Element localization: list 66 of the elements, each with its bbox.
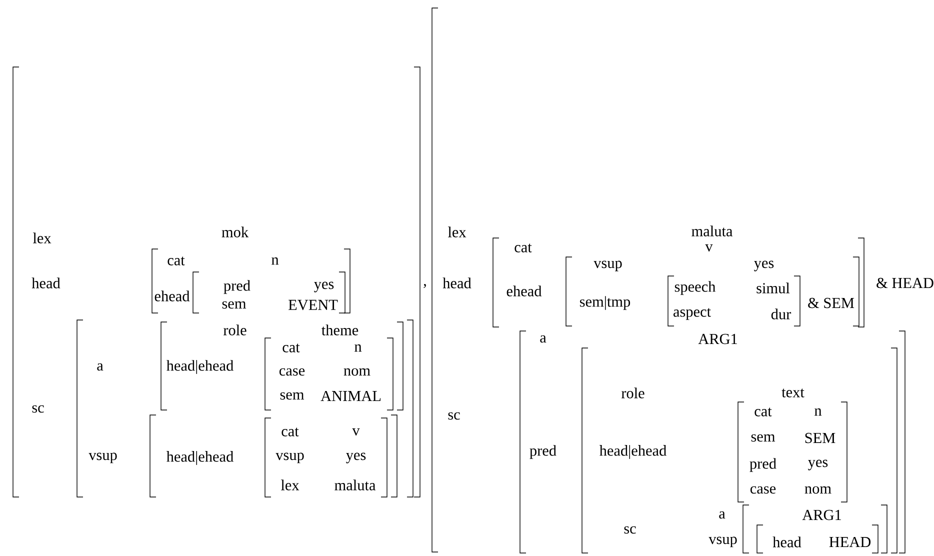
matrix-label: dur: [771, 308, 792, 320]
matrix-label: n: [272, 257, 279, 265]
matrix-label: lex: [448, 226, 466, 238]
matrix-label: ARG1: [802, 510, 841, 520]
matrix-label: lex: [281, 480, 300, 490]
matrix-label: head: [442, 278, 472, 288]
matrix-label: aspect: [674, 308, 711, 320]
matrix-label: head|ehead: [600, 445, 666, 459]
matrix-label: role: [223, 324, 246, 336]
matrix-label: head: [772, 536, 802, 548]
matrix-label: ,: [424, 284, 426, 288]
matrix-label: pred: [224, 280, 250, 294]
matrix-label: vsup: [88, 452, 117, 464]
matrix-label: speech: [674, 281, 716, 295]
matrix-label: & SEM: [808, 298, 854, 308]
matrix-label: case: [750, 486, 776, 494]
matrix-label: sem: [751, 434, 776, 442]
matrix-label: a: [540, 335, 546, 343]
matrix-label: vsup: [708, 536, 737, 548]
matrix-label: cat: [282, 344, 300, 352]
matrix-label: v: [705, 244, 713, 252]
matrix-label: ehead: [154, 290, 190, 302]
matrix-label: a: [719, 511, 726, 519]
matrix-label: SEM: [805, 432, 836, 444]
matrix-label: pred: [530, 445, 556, 459]
matrix-label: lex: [33, 232, 52, 244]
matrix-label: n: [814, 408, 822, 416]
matrix-label: head|ehead: [166, 360, 234, 374]
matrix-label: nom: [344, 368, 370, 376]
matrix-label: sem|tmp: [580, 296, 630, 310]
matrix-label: vsup: [276, 452, 304, 464]
matrix-label: sc: [32, 405, 44, 413]
matrix-label: text: [782, 388, 804, 398]
matrix-label: yes: [314, 282, 334, 292]
matrix-label: sem: [280, 392, 304, 400]
matrix-label: maluta: [334, 480, 376, 490]
matrix-label: vsup: [594, 260, 622, 272]
matrix-label: yes: [808, 460, 828, 470]
matrix-label: head: [32, 278, 60, 288]
matrix-label: n: [354, 344, 362, 352]
matrix-label: v: [352, 428, 360, 436]
matrix-label: HEAD: [829, 536, 871, 548]
matrix-label: nom: [804, 486, 832, 494]
matrix-label: cat: [514, 244, 532, 252]
matrix-label: mok: [222, 226, 249, 238]
matrix-label: pred: [750, 458, 776, 472]
matrix-label: sc: [448, 412, 460, 420]
matrix-label: a: [97, 363, 104, 371]
matrix-label: cat: [282, 428, 299, 436]
matrix-label: ehead: [506, 286, 542, 296]
matrix-label: cat: [754, 408, 772, 416]
matrix-label: ANIMAL: [320, 390, 381, 402]
matrix-label: case: [280, 368, 305, 376]
matrix-label: simul: [756, 282, 790, 294]
matrix-label: sc: [624, 526, 636, 534]
matrix-label: head|ehead: [166, 451, 234, 465]
matrix-label: EVENT: [288, 300, 338, 310]
matrix-label: yes: [346, 452, 366, 464]
matrix-label: cat: [168, 256, 185, 266]
matrix-label: ARG1: [698, 334, 737, 344]
matrix-label: theme: [322, 324, 358, 336]
matrix-label: yes: [754, 260, 774, 272]
matrix-label: sem: [222, 301, 246, 309]
matrix-label: maluta: [692, 226, 733, 236]
matrix-label: role: [621, 388, 644, 398]
matrix-label: & HEAD: [876, 278, 934, 288]
